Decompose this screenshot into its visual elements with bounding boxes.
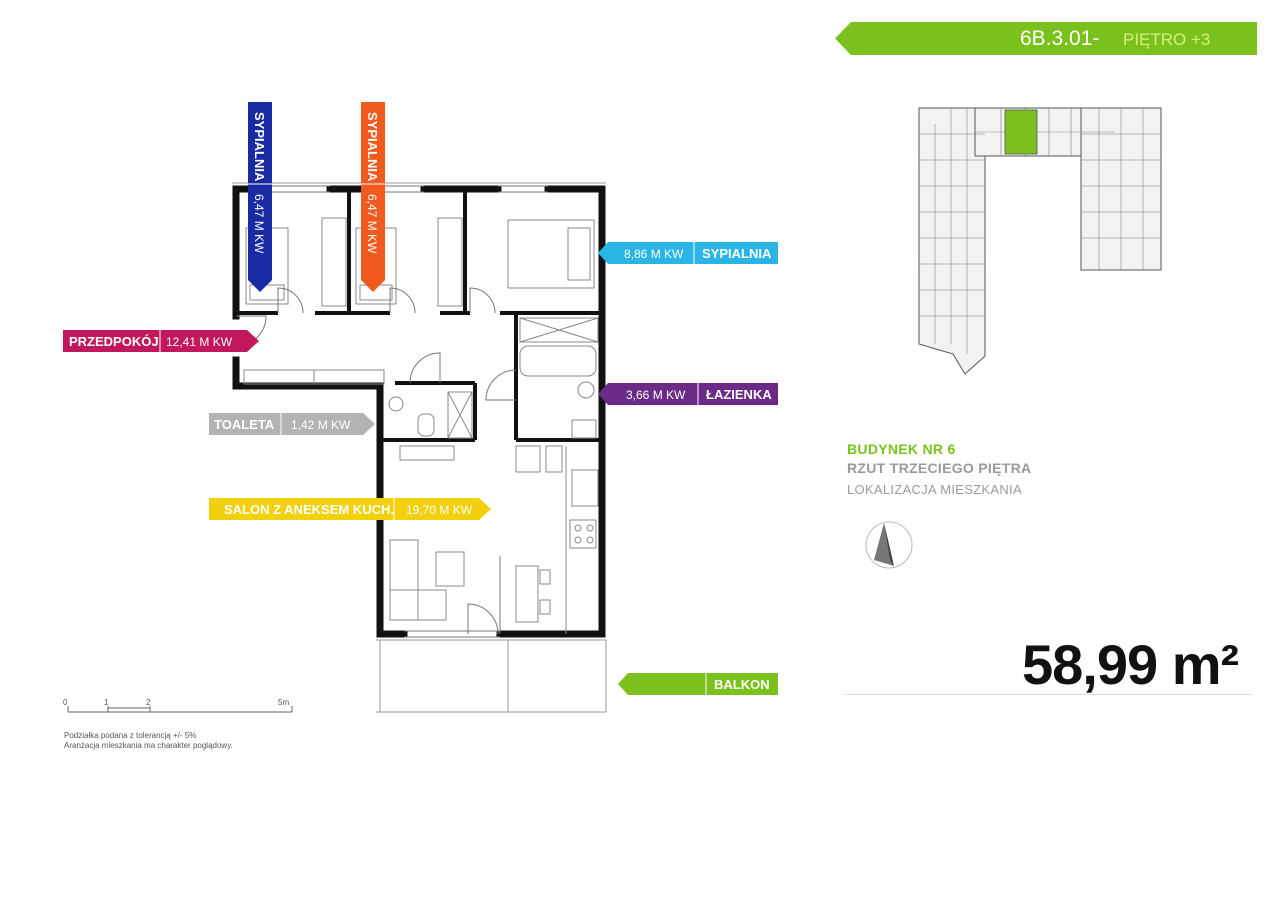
location-title: LOKALIZACJA MIESZKANIA <box>847 482 1022 497</box>
building-title: BUDYNEK NR 6 <box>847 441 956 457</box>
arrangement-note: Aranżacja mieszkania ma charakter pogląd… <box>64 741 233 750</box>
divider <box>845 694 1252 695</box>
hallway-name: PRZEDPOKÓJ <box>69 334 159 349</box>
bathroom-area: 3,66 M KW <box>626 388 686 402</box>
scale-tick-2: 2 <box>146 698 151 707</box>
scale-tick-1: 1 <box>104 698 109 707</box>
living-room-name: SALON Z ANEKSEM KUCH. <box>224 502 394 517</box>
apartment-floor-plan: 0 1 2 5m <box>63 182 607 713</box>
toilet-area: 1,42 M KW <box>291 418 351 432</box>
floor-label: PIĘTRO +3 <box>1123 30 1211 49</box>
toilet-label: TOALETA 1,42 M KW <box>209 413 375 435</box>
compass-icon <box>865 521 913 569</box>
bedroom-2-name: SYPIALNIA <box>365 112 380 182</box>
balcony-name: BALKON <box>714 677 770 692</box>
building-location-map <box>918 107 1162 375</box>
bedroom-1-label: SYPIALNIA 6,47 M KW <box>248 102 272 292</box>
unit-code: 6B.3.01- <box>1020 27 1100 50</box>
scale-tick-0: 0 <box>63 698 68 707</box>
scale-tolerance-note: Podziałka podana z tolerancją +/- 5% <box>64 731 197 740</box>
header-banner <box>835 22 1257 55</box>
bedroom-2-label: SYPIALNIA 6,47 M KW <box>361 102 385 292</box>
toilet-name: TOALETA <box>214 417 275 432</box>
bedroom-1-area: 6,47 M KW <box>252 194 266 254</box>
bedroom-3-label: 8,86 M KW SYPIALNIA <box>598 242 778 264</box>
bedroom-3-area: 8,86 M KW <box>624 247 684 261</box>
balcony-label: BALKON <box>618 673 778 695</box>
bathroom-label: 3,66 M KW ŁAZIENKA <box>598 383 778 405</box>
apartment-highlight <box>1004 109 1038 155</box>
bathroom-name: ŁAZIENKA <box>706 387 772 402</box>
hallway-area: 12,41 M KW <box>166 335 233 349</box>
living-room-label: SALON Z ANEKSEM KUCH. 19,70 M KW <box>209 498 491 520</box>
floor-plan-title: RZUT TRZECIEGO PIĘTRA <box>847 460 1032 476</box>
hallway-label: PRZEDPOKÓJ 12,41 M KW <box>63 330 259 352</box>
living-room-area: 19,70 M KW <box>406 503 473 517</box>
bedroom-3-name: SYPIALNIA <box>702 246 772 261</box>
total-area: 58,99 m² <box>1022 633 1239 696</box>
bedroom-1-name: SYPIALNIA <box>252 112 267 182</box>
bedroom-2-area: 6,47 M KW <box>365 194 379 254</box>
scale-tick-5m: 5m <box>278 698 289 707</box>
